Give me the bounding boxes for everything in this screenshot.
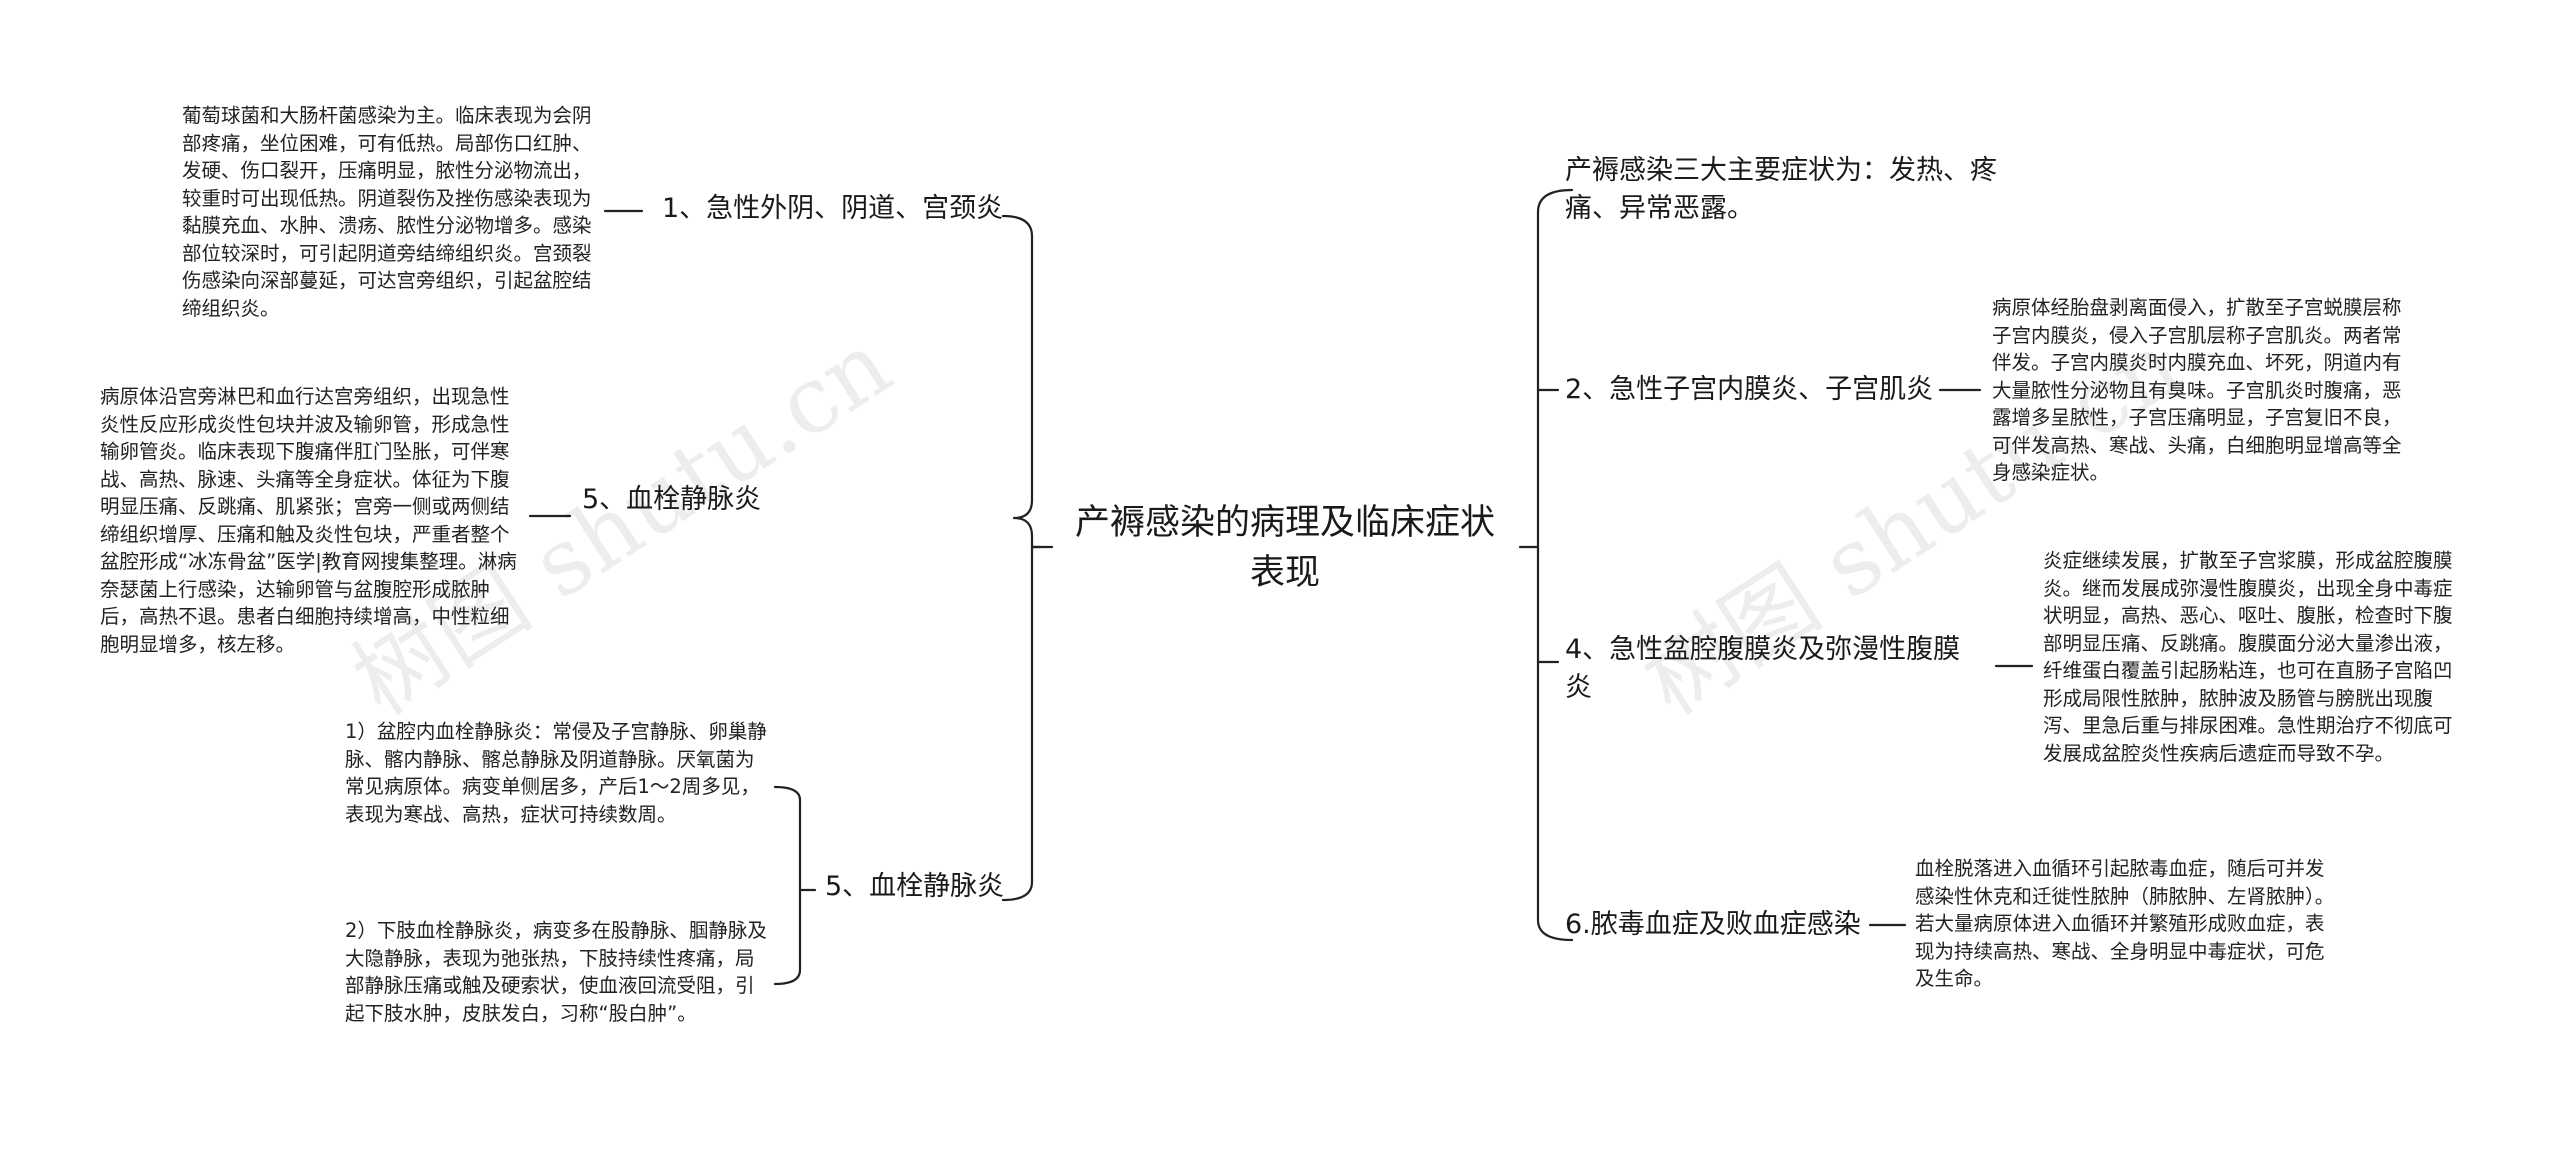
left-branch5-bracket [773, 785, 802, 986]
left-branch-3-label: 5、血栓静脉炎 [582, 484, 762, 515]
left-branch-5-detail-2: 2）下肢血栓静脉炎，病变多在股静脉、腘静脉及大隐静脉，表现为弛张热，下肢持续性疼… [345, 919, 767, 1025]
right-branch-4-label: 4、急性盆腔腹膜炎及弥漫性腹膜炎 [1565, 634, 1961, 703]
left-branch-5-label: 5、血栓静脉炎 [825, 871, 1005, 902]
right-branch-6-detail: 血栓脱落进入血循环引起脓毒血症，随后可并发感染性休克和迁徙性脓肿（肺脓肿、左肾脓… [1915, 857, 2335, 990]
left-branch-1-label: 1、急性外阴、阴道、宫颈炎 [662, 193, 1004, 224]
left-branch-1-detail: 葡萄球菌和大肠杆菌感染为主。临床表现为会阴部疼痛，坐位困难，可有低热。局部伤口红… [182, 104, 592, 320]
right-branch-intro-label: 产褥感染三大主要症状为：发热、疼痛、异常恶露。 [1565, 155, 1997, 224]
right-branch-4-detail: 炎症继续发展，扩散至子宫浆膜，形成盆腔腹膜炎。继而发展成弥漫性腹膜炎，出现全身中… [2043, 549, 2453, 765]
right-branch-2-label: 2、急性子宫内膜炎、子宫肌炎 [1565, 374, 1934, 405]
root-topic: 产褥感染的病理及临床症状表现 [1075, 503, 1496, 593]
left-branch-5-detail-1: 1）盆腔内血栓静脉炎：常侵及子宫静脉、卵巢静脉、髂内静脉、髂总静脉及阴道静脉。厌… [345, 720, 767, 826]
right-branch-6-label: 6.脓毒血症及败血症感染 [1565, 909, 1861, 940]
left-main-bracket [1001, 214, 1034, 902]
right-branch-2-detail: 病原体经胎盘剥离面侵入，扩散至子宫蜕膜层称子宫内膜炎，侵入子宫肌层称子宫肌炎。两… [1992, 296, 2402, 484]
right-main-bracket [1536, 188, 1574, 942]
left-branch-3-detail: 病原体沿宫旁淋巴和血行达宫旁组织，出现急性炎性反应形成炎性包块并波及输卵管，形成… [100, 385, 517, 656]
